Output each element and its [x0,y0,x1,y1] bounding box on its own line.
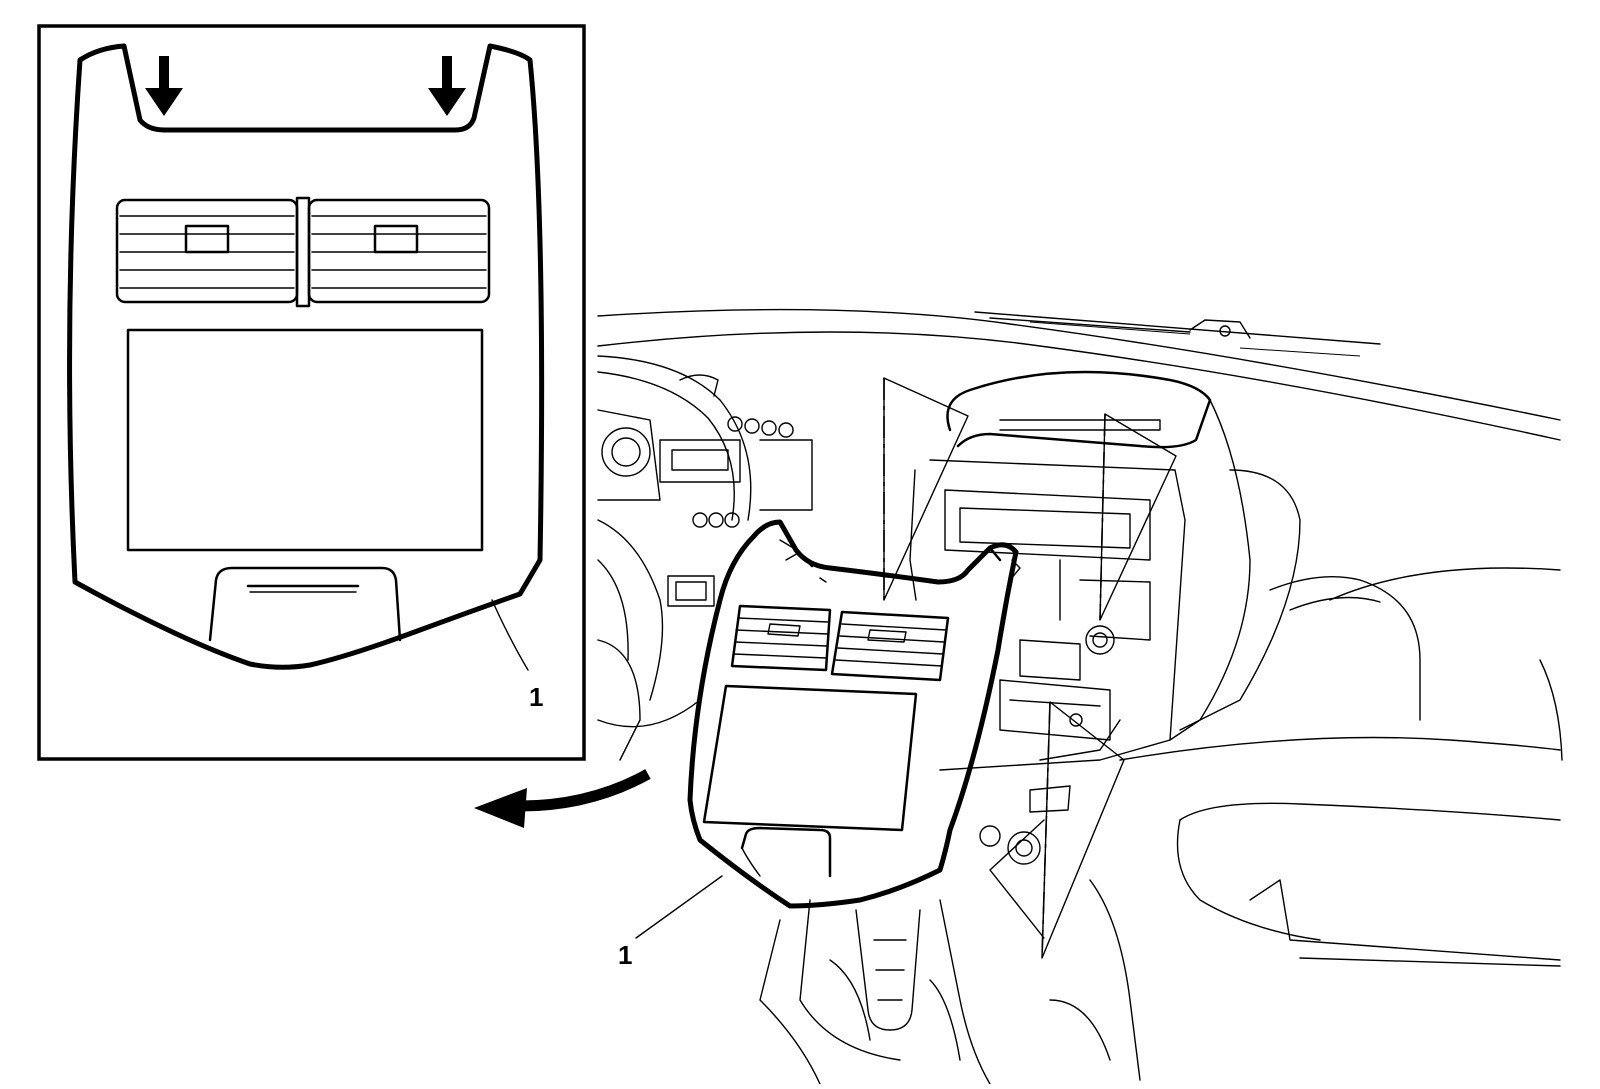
removal-direction-arrow-icon [474,769,651,828]
center-stack-cavity [909,370,1212,865]
detail-view: 1 [37,24,586,761]
detail-callout-label: 1 [529,682,543,712]
main-callout-label: 1 [618,940,632,970]
passenger-side-panel [1049,399,1563,1081]
detail-display-opening [126,328,484,552]
right-clip-arrow-icon [428,56,466,116]
section-plane-markers [883,377,1177,959]
detail-air-vent-right [307,198,491,304]
instrument-panel-view: 1 [597,308,1563,1085]
main-callout-leader [635,875,723,939]
detail-frame [37,24,586,761]
detail-callout-leader [491,599,529,671]
center-console [759,899,991,1085]
center-trim-plate [687,519,1021,909]
detail-storage-pocket [208,566,402,642]
detail-trim-plate-outline [67,43,545,670]
steering-wheel-area [597,355,813,761]
left-clip-arrow-icon [145,56,183,116]
